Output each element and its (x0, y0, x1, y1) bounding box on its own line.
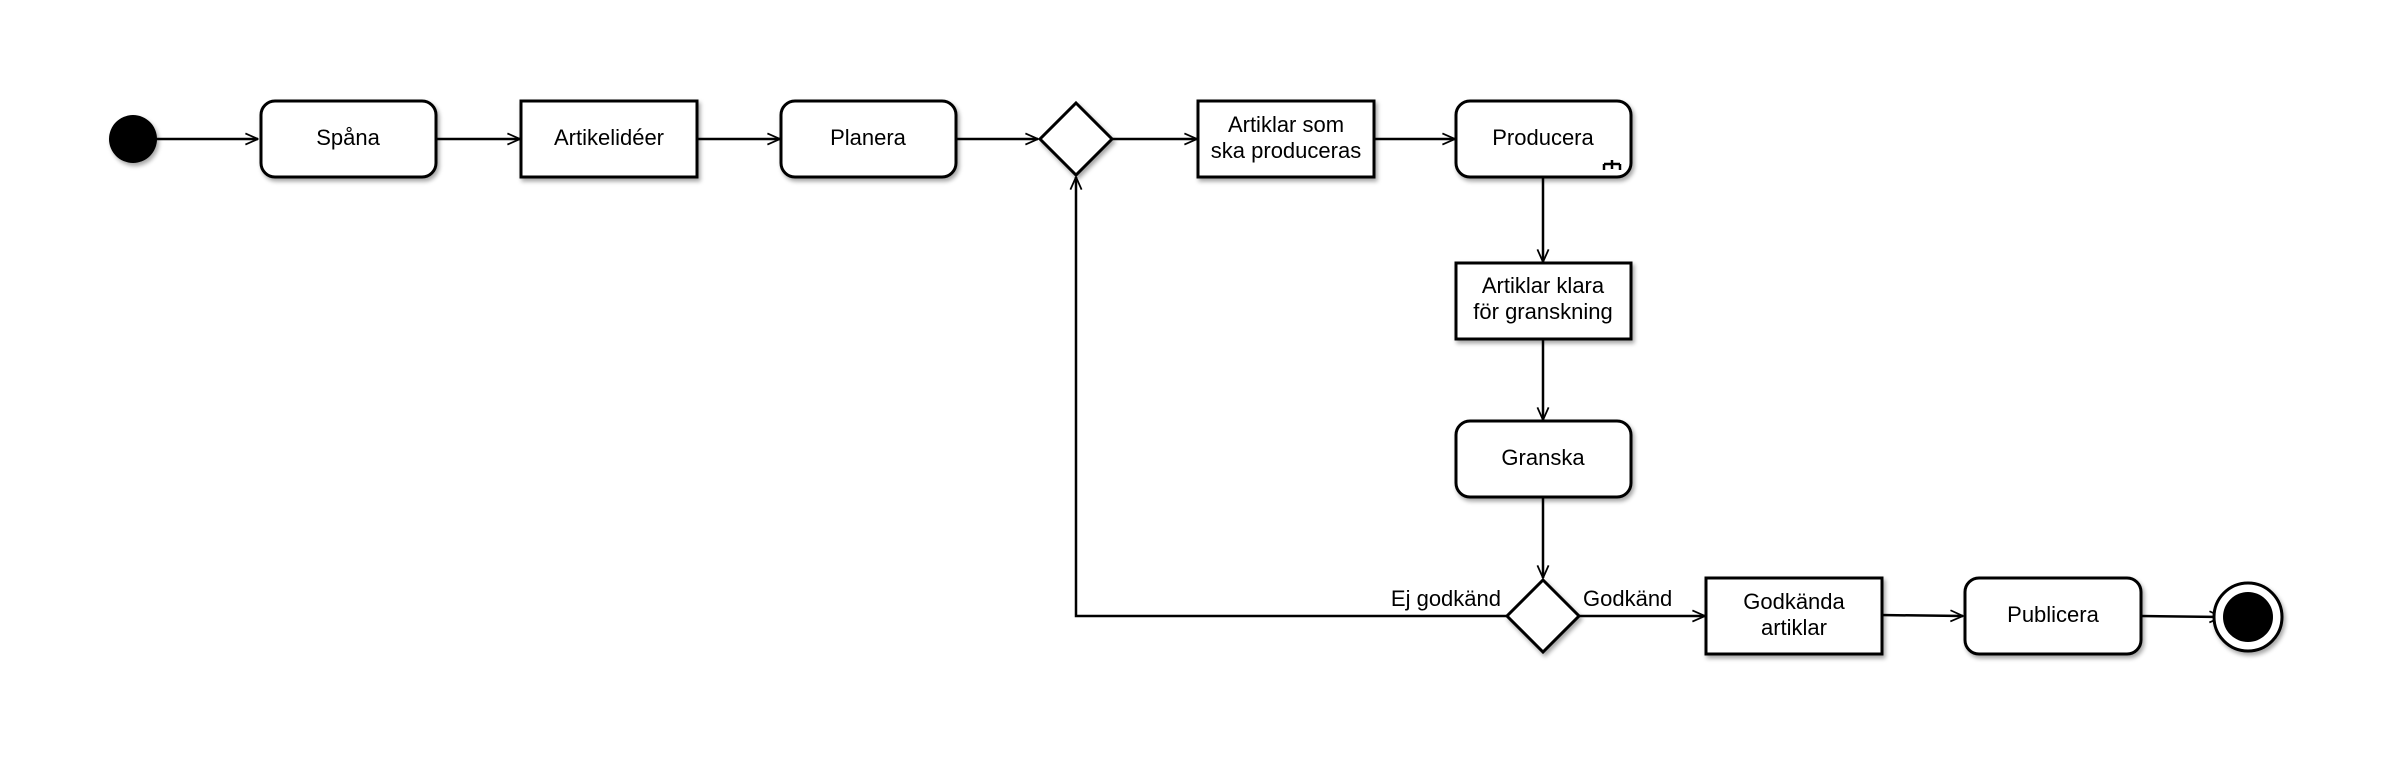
svg-text:artiklar: artiklar (1761, 615, 1827, 640)
svg-text:Spåna: Spåna (316, 125, 380, 150)
activity-publicera: Publicera (1963, 576, 2143, 656)
svg-text:Artiklar klara: Artiklar klara (1482, 273, 1605, 298)
object-artikelideer: Artikelidéer (519, 99, 699, 179)
decision-node-merge (1037, 100, 1115, 178)
svg-text:för granskning: för granskning (1473, 299, 1612, 324)
edge-publicera-end (2140, 616, 2222, 617)
start-node (109, 115, 157, 163)
edges (155, 139, 2222, 617)
svg-text:Godkända: Godkända (1743, 589, 1845, 614)
svg-text:Producera: Producera (1492, 125, 1594, 150)
edge-godkanda-publicera (1879, 615, 1963, 616)
svg-text:Planera: Planera (830, 125, 907, 150)
svg-text:Publicera: Publicera (2007, 602, 2099, 627)
activity-granska: Granska (1454, 419, 1633, 499)
edge-label-ej-godkand: Ej godkänd (1391, 586, 1501, 611)
subactivity-rake-icon (1602, 160, 1622, 170)
activity-producera: Producera (1454, 99, 1633, 179)
svg-text:ska produceras: ska produceras (1211, 138, 1361, 163)
svg-text:Artikelidéer: Artikelidéer (554, 125, 664, 150)
object-artiklar-klara-for-granskning: Artiklar klara för granskning (1454, 261, 1633, 341)
svg-text:Granska: Granska (1501, 445, 1585, 470)
end-node (2212, 581, 2284, 653)
svg-text:Artiklar som: Artiklar som (1228, 112, 1344, 137)
activity-spana: Spåna (259, 99, 438, 179)
edge-ej-godkand-loop (1076, 177, 1507, 618)
object-godkanda-artiklar: Godkända artiklar (1704, 576, 1884, 656)
object-artiklar-som-ska-produceras: Artiklar som ska produceras (1196, 99, 1376, 179)
decision-node-review (1504, 577, 1582, 655)
activity-planera: Planera (779, 99, 958, 179)
edge-label-godkand: Godkänd (1583, 586, 1672, 611)
